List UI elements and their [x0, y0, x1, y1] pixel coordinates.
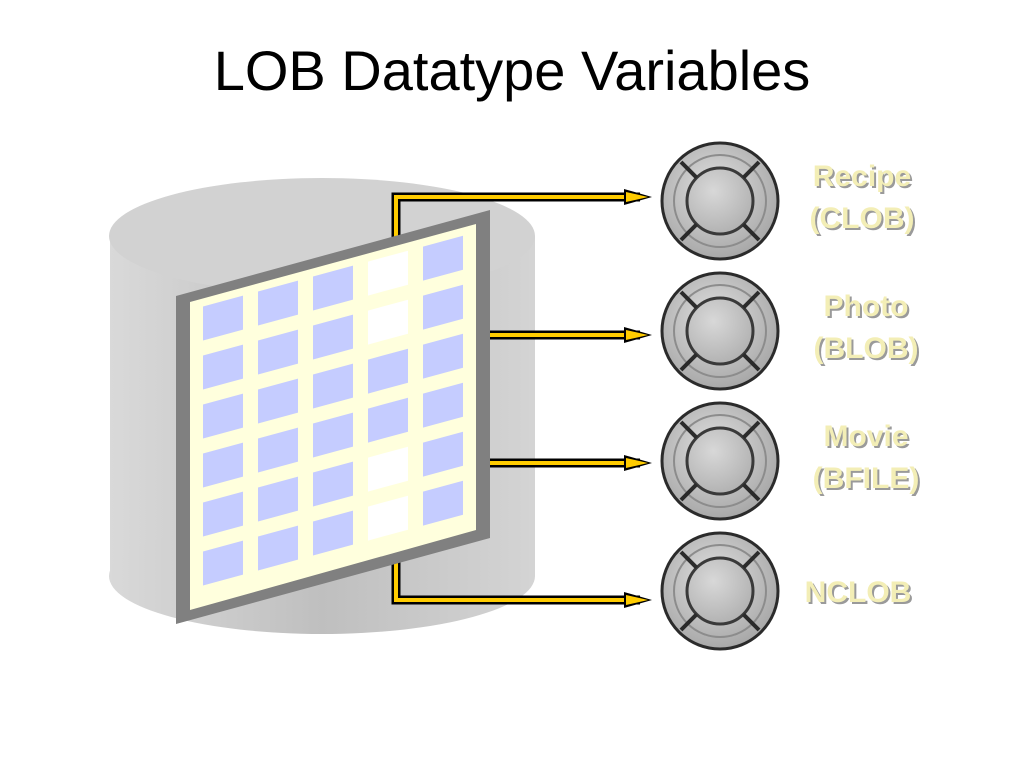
table-cell — [258, 280, 298, 326]
table-cell — [313, 510, 353, 556]
table-cell — [203, 442, 243, 488]
table-cell — [368, 299, 408, 345]
connector-line — [391, 189, 652, 248]
connector-line — [391, 548, 652, 608]
lob-label-text: Recipe — [813, 160, 911, 193]
lob-label-shadow: (BFILE) — [815, 464, 922, 497]
table-cell — [203, 295, 243, 341]
lob-label-text: Movie — [823, 420, 908, 453]
table-cell — [203, 491, 243, 537]
table-cell — [203, 393, 243, 439]
disc-icon — [660, 271, 780, 391]
lob-label-text: (CLOB) — [810, 202, 915, 235]
table-cell — [203, 344, 243, 390]
table-cell — [313, 314, 353, 360]
table-cell — [368, 348, 408, 394]
connector-line — [490, 455, 652, 471]
table-cell — [368, 250, 408, 296]
lob-label-shadow: Recipe — [815, 162, 913, 195]
lob-label-text: Photo — [824, 290, 909, 323]
table-cell — [368, 446, 408, 492]
table-cell — [313, 265, 353, 311]
disc-icon — [660, 141, 780, 261]
table-cell — [368, 397, 408, 443]
lob-label-shadow: NCLOB — [807, 578, 914, 611]
lob-label-shadow: (CLOB) — [812, 204, 917, 237]
table-cell — [258, 329, 298, 375]
lob-label-text: NCLOB — [805, 576, 912, 609]
table-cell — [203, 540, 243, 586]
table-cell — [313, 461, 353, 507]
table-cell — [423, 480, 463, 526]
table-cell — [258, 476, 298, 522]
page-title: LOB Datatype Variables — [213, 39, 811, 102]
table-cell — [258, 378, 298, 424]
connector-arrows — [391, 189, 652, 608]
table-cell — [313, 412, 353, 458]
table-cell — [258, 525, 298, 571]
table-cell — [423, 333, 463, 379]
disc-icon — [660, 531, 780, 651]
table-cell — [423, 284, 463, 330]
connector-line — [490, 327, 652, 343]
table-cell — [258, 427, 298, 473]
disc-icon — [660, 401, 780, 521]
table-cell — [423, 382, 463, 428]
table-cell — [423, 235, 463, 281]
lob-label-text: (BLOB) — [814, 332, 919, 365]
table-cell — [423, 431, 463, 477]
lob-label-text: (BFILE) — [813, 462, 920, 495]
table-cell — [313, 363, 353, 409]
lob-label-shadow: Photo — [826, 292, 911, 325]
database-table-icon — [176, 210, 490, 624]
table-cell — [368, 495, 408, 541]
lob-label-shadow: (BLOB) — [816, 334, 921, 367]
lob-label-shadow: Movie — [825, 422, 910, 455]
